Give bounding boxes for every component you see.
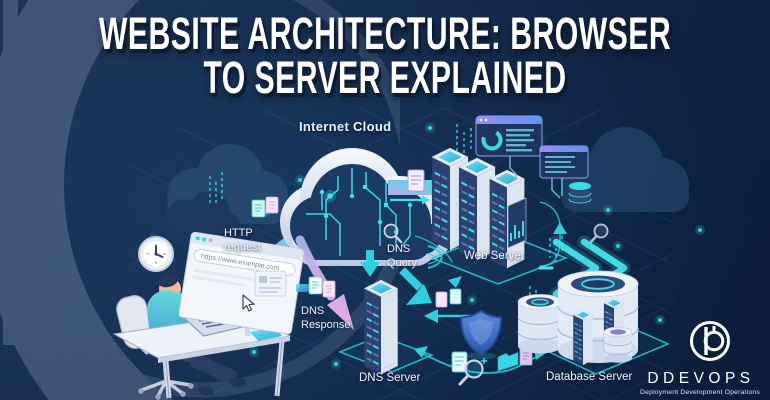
cursor-icon <box>242 294 255 312</box>
brand-tagline: Deployment Development Operations <box>640 389 760 396</box>
dashboard-panel-small <box>539 145 589 199</box>
web-server-label: Web Server <box>464 250 525 262</box>
brand-block: DDEVOPS Deployment Development Operation… <box>640 368 760 396</box>
http-request-label: HTTP request <box>224 227 261 253</box>
url-bar <box>193 248 296 276</box>
internet-cloud-label: Internet Cloud <box>299 119 392 134</box>
dns-server-label: DNS Server <box>359 372 421 384</box>
internet-cloud <box>280 148 452 266</box>
dns-response-label: DNS Response <box>301 305 351 331</box>
dns-server <box>337 279 435 375</box>
storm-cloud-left <box>167 144 288 233</box>
database-server-label: Database Server <box>546 371 633 383</box>
dashboard-panel-large <box>475 115 543 180</box>
server-screen-chart <box>507 197 527 249</box>
lookup-magnifier-icon <box>588 223 609 245</box>
request-document-icons <box>251 196 279 218</box>
browser-window: https://www.example.com <box>178 231 305 335</box>
dns-query-magnifier-icon <box>383 223 403 244</box>
dns-query-label: DNS Query <box>387 243 417 269</box>
relay-document-icons <box>435 288 462 308</box>
small-arrows <box>414 222 567 360</box>
db-stack-small-left <box>517 294 563 354</box>
folder-icon <box>497 352 519 372</box>
storm-cloud-right <box>561 127 689 212</box>
database-server <box>517 270 670 375</box>
dns-query-arrows <box>360 250 432 305</box>
brand-name: DDEVOPS <box>647 370 755 387</box>
wall-clock <box>138 232 174 272</box>
transfer-document-icon <box>407 169 425 192</box>
title-line-1: WEBSITE ARCHITECTURE: BROWSER <box>98 7 672 60</box>
shield-icon <box>459 309 503 360</box>
db-stack-small-right <box>603 326 633 363</box>
ddevops-logo-mark <box>690 321 730 361</box>
info-card <box>254 270 309 297</box>
mini-database-icon <box>568 182 592 210</box>
web-server <box>429 147 569 285</box>
poster-title: WEBSITE ARCHITECTURE: BROWSER TO SERVER … <box>0 8 770 104</box>
title-line-2: TO SERVER EXPLAINED <box>203 51 567 104</box>
response-document-icons <box>308 276 336 298</box>
circuit-traces <box>306 168 411 256</box>
search-document-icon <box>451 351 487 386</box>
